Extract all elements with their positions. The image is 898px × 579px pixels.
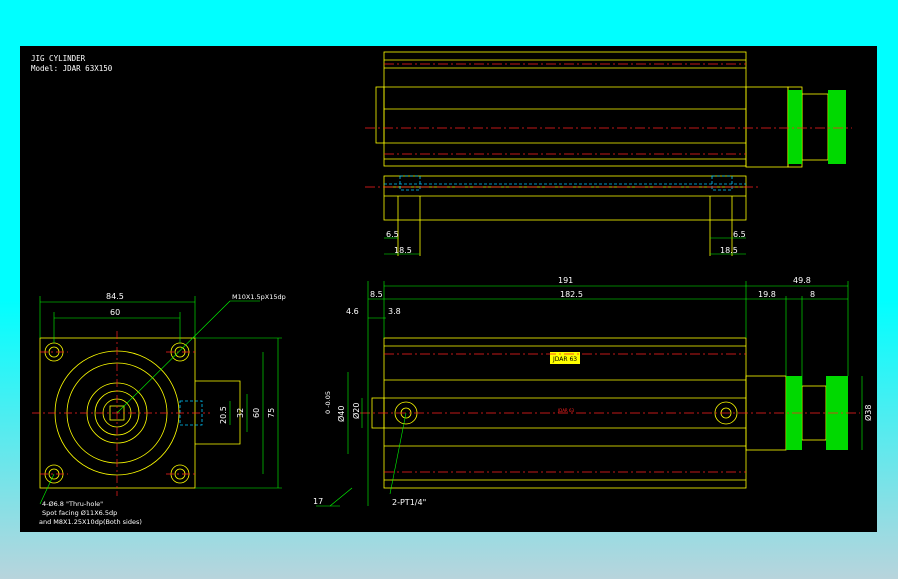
top-dim-left-a: 6.5 <box>386 230 399 239</box>
side-dim-left: 8.5 <box>370 290 383 299</box>
model-label: Model: JDAR 63X150 <box>31 64 113 73</box>
front-dim-width: 84.5 <box>106 292 124 301</box>
top-centerlines <box>365 63 852 188</box>
port-label: 2-PT1/4" <box>392 498 426 507</box>
thread-callout: M10X1.5pX15dp <box>232 293 286 301</box>
side-dim-knob: Ø38 <box>863 405 873 421</box>
center-mark: JDAR 63 <box>557 408 575 413</box>
front-centerlines <box>32 331 210 496</box>
top-dim-left-b: 18.5 <box>394 246 412 255</box>
front-dim-height-a: 20.5 <box>219 406 228 424</box>
side-dim-bottom: 17 <box>313 497 323 506</box>
side-centerlines <box>360 353 860 473</box>
side-dim-bore-tol: 0 -0.05 <box>324 391 332 414</box>
top-dim-right-b: 18.5 <box>720 246 738 255</box>
nameplate-text: JDAR 63 <box>552 356 577 363</box>
side-dim-a: 4.6 <box>346 307 359 316</box>
side-dimensions <box>316 281 863 507</box>
front-dim-inner: 60 <box>110 308 120 317</box>
side-dim-overall: 191 <box>558 276 573 285</box>
front-dim-height-c: 60 <box>252 408 261 418</box>
front-dim-height-d: 75 <box>267 408 276 418</box>
top-hidden-lines <box>384 175 746 191</box>
side-dim-bore: Ø40 <box>336 406 346 422</box>
cad-drawing: JIG CYLINDER Model: JDAR 63X150 <box>31 51 873 526</box>
side-dim-ext: 49.8 <box>793 276 811 285</box>
side-dim-body: 182.5 <box>560 290 583 299</box>
front-dim-height-b: 32 <box>236 408 245 418</box>
note-spot-facing: Spot facing Ø11X6.5dp <box>42 509 117 517</box>
note-thru-hole: 4-Ø6.8 "Thru-hole" <box>42 500 103 508</box>
top-dimensions <box>384 237 746 255</box>
side-dim-r1: 19.8 <box>758 290 776 299</box>
note-tapped-holes: and M8X1.25X10dp(Both sides) <box>39 518 142 526</box>
top-dim-right-a: 6.5 <box>733 230 746 239</box>
nameplate <box>550 352 580 364</box>
top-knurl <box>788 90 846 164</box>
side-dim-rod: Ø20 <box>351 403 361 419</box>
top-view <box>375 51 829 256</box>
drawing-title: JIG CYLINDER <box>31 54 86 63</box>
side-dim-r2: 8 <box>810 290 815 299</box>
side-dim-b: 3.8 <box>388 307 401 316</box>
drawing-canvas: JIG CYLINDER Model: JDAR 63X150 <box>20 46 877 532</box>
front-dimensions <box>39 296 282 505</box>
